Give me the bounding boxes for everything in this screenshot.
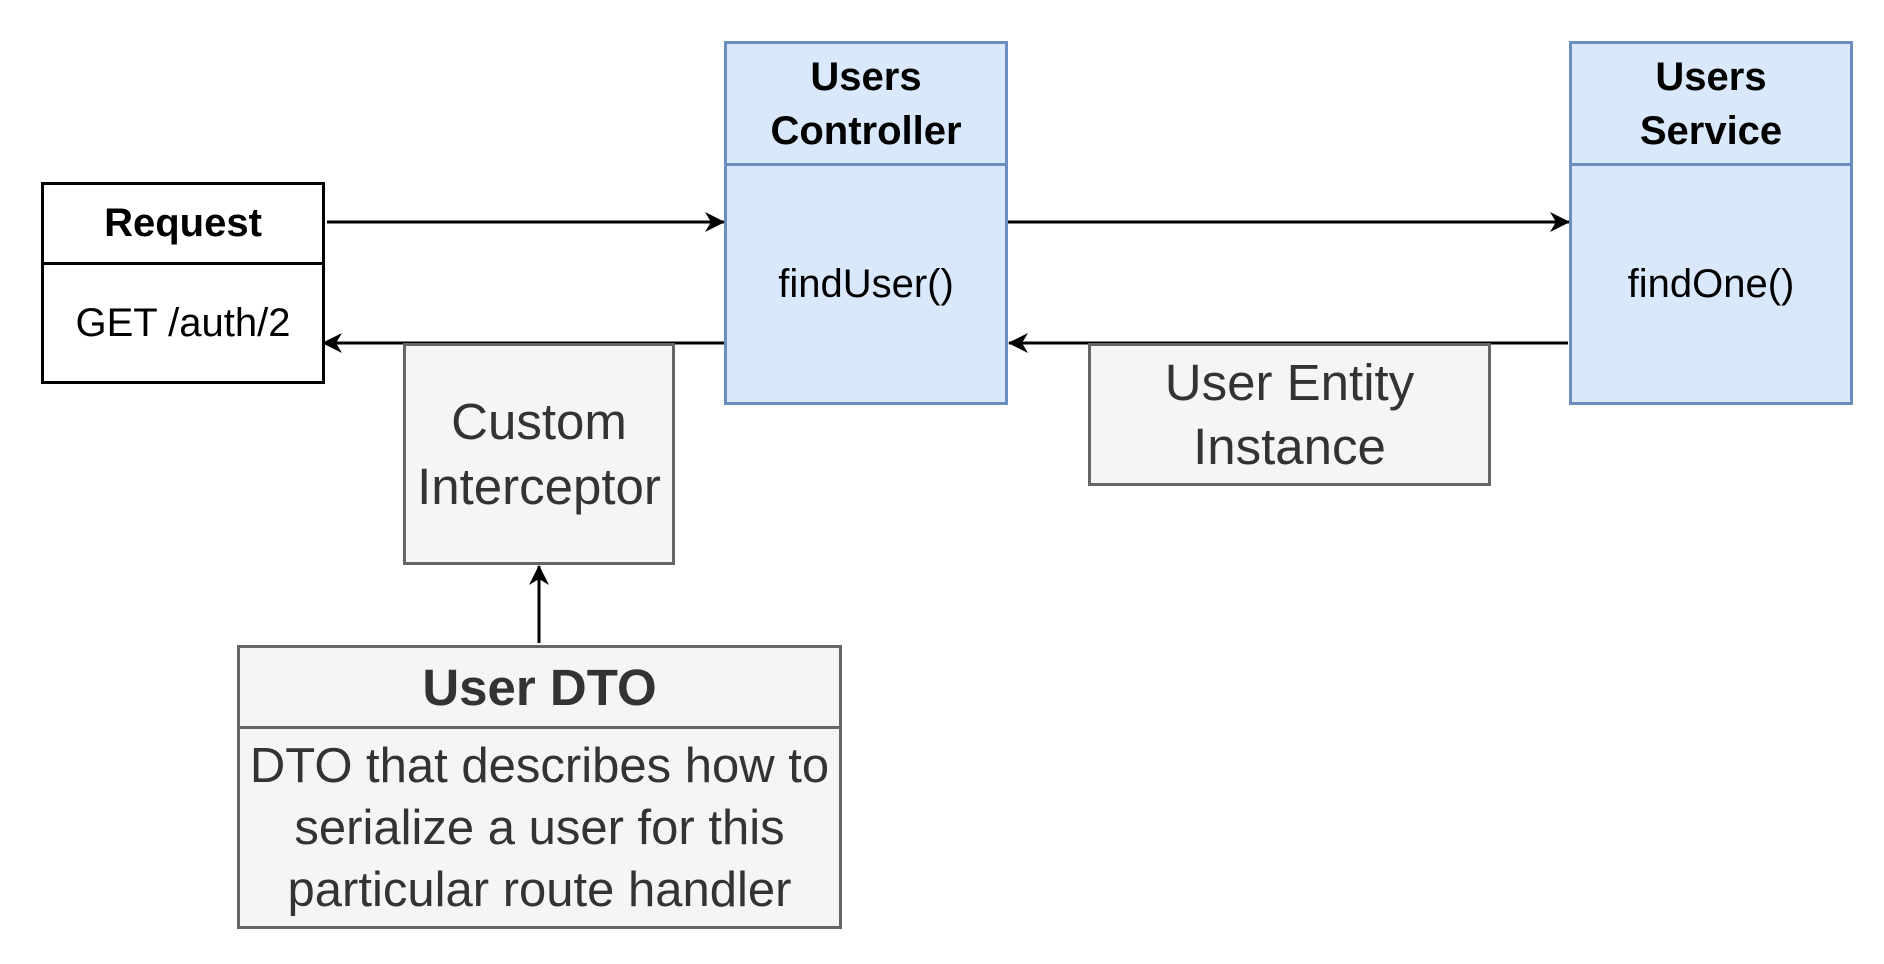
service-method: findOne() (1627, 261, 1795, 306)
users-service-box: Users Service findOne() (1569, 41, 1853, 405)
user-entity-box: User Entity Instance (1088, 343, 1491, 486)
interceptor-label: Custom Interceptor (417, 393, 661, 515)
user-dto-box: User DTO DTO that describes how to seria… (237, 645, 842, 929)
request-box: Request GET /auth/2 (41, 182, 325, 384)
controller-method: findUser() (778, 261, 954, 306)
controller-title: Users Controller (727, 44, 1005, 166)
dto-title: User DTO (240, 648, 839, 729)
users-controller-box: Users Controller findUser() (724, 41, 1008, 405)
dto-body: DTO that describes how to serialize a us… (249, 738, 830, 917)
entity-label: User Entity Instance (1164, 353, 1415, 475)
request-body: GET /auth/2 (75, 300, 291, 345)
service-title: Users Service (1572, 44, 1850, 166)
request-title: Request (44, 185, 322, 265)
custom-interceptor-box: Custom Interceptor (403, 343, 675, 565)
